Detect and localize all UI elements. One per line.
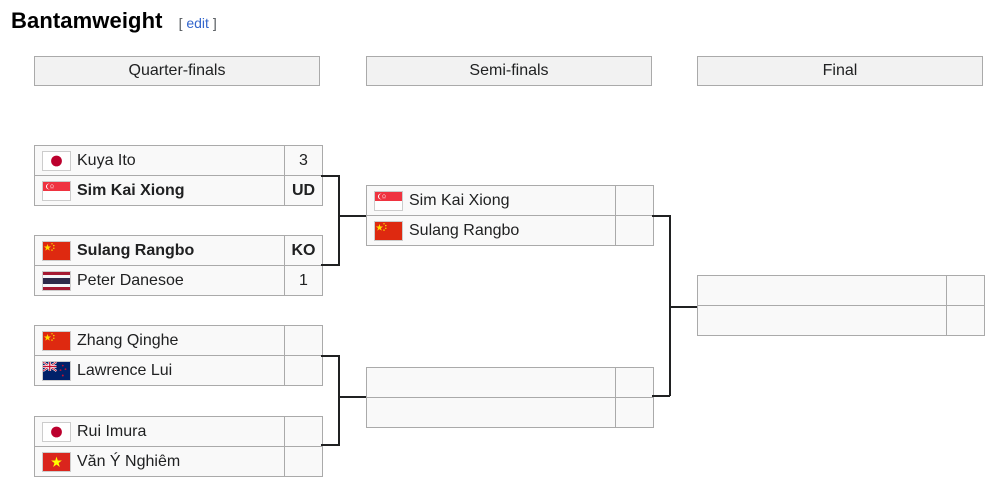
competitor-cell: Sulang Rangbo [34,235,285,266]
bracket-connector-line [652,215,670,217]
score-cell: 3 [285,145,323,176]
competitor-cell [697,275,947,306]
score-cell: UD [285,176,323,206]
japan-flag-icon [42,150,71,171]
edit-bracket-open: [ [178,15,183,31]
competitor-cell: Kuya Ito [34,145,285,176]
score-cell [285,325,323,356]
bracket-connector-line [669,215,671,396]
score-cell [285,447,323,477]
bracket-connector-line [338,215,366,217]
competitor-cell: Sim Kai Xiong [34,176,285,206]
score-cell [616,367,654,398]
china-flag-icon [42,240,71,261]
score-cell [616,216,654,246]
competitor-cell: Rui Imura [34,416,285,447]
bracket-connector-line [669,306,697,308]
bracket-slot: Kuya Ito 3 [34,145,323,176]
bracket-slot [697,306,985,337]
bracket-slot: Sulang Rangbo [366,216,654,247]
competitor-name[interactable]: Peter Danesoe [77,271,184,289]
competitor-cell: Sulang Rangbo [366,216,616,246]
competitor-cell: Lawrence Lui [34,356,285,386]
bracket-connector-line [338,396,366,398]
new-zealand-flag-icon [42,360,71,381]
round-header-semi-finals: Semi-finals [366,56,652,86]
bracket-connector-line [338,175,340,266]
competitor-name[interactable]: Sulang Rangbo [77,241,195,259]
competitor-cell: Văn Ý Nghiêm [34,447,285,477]
competitor-cell [366,398,616,428]
score-cell: 1 [285,266,323,296]
edit-link[interactable]: edit [186,15,209,31]
bracket-connector-line [321,355,339,357]
score-cell [285,416,323,447]
china-flag-icon [374,220,403,241]
competitor-name[interactable]: Rui Imura [77,422,147,440]
competitor-name[interactable]: Sim Kai Xiong [77,181,185,199]
bracket-slot: Peter Danesoe 1 [34,266,323,297]
bracket-slot: Văn Ý Nghiêm [34,447,323,478]
score-cell: KO [285,235,323,266]
vietnam-flag-icon [42,451,71,472]
bracket-slot [366,398,654,429]
round-header-final: Final [697,56,983,86]
bracket-slot: Lawrence Lui [34,356,323,387]
bracket-connector-line [338,355,340,446]
edit-bracket-close: ] [212,15,217,31]
bracket-slot: Zhang Qinghe [34,325,323,356]
competitor-cell: Peter Danesoe [34,266,285,296]
section-heading: Bantamweight [ edit ] [11,8,217,38]
score-cell [285,356,323,386]
competitor-cell: Sim Kai Xiong [366,185,616,216]
score-cell [616,185,654,216]
score-cell [616,398,654,428]
singapore-flag-icon [374,190,403,211]
bracket-connector-line [652,395,670,397]
bracket-slot: Sulang Rangbo KO [34,235,323,266]
china-flag-icon [42,330,71,351]
competitor-name[interactable]: Kuya Ito [77,151,136,169]
round-header-quarter-finals: Quarter-finals [34,56,320,86]
edit-section: [ edit ] [179,15,217,31]
bracket-slot [697,275,985,306]
score-cell [947,306,985,336]
thailand-flag-icon [42,270,71,291]
bracket-slot: Sim Kai Xiong UD [34,176,323,207]
competitor-name[interactable]: Zhang Qinghe [77,331,179,349]
competitor-cell [366,367,616,398]
competitor-name[interactable]: Văn Ý Nghiêm [77,452,181,470]
section-title: Bantamweight [11,8,163,33]
japan-flag-icon [42,421,71,442]
score-cell [947,275,985,306]
bracket-slot [366,367,654,398]
competitor-name[interactable]: Sim Kai Xiong [409,191,510,209]
competitor-name[interactable]: Sulang Rangbo [409,221,520,239]
competitor-cell [697,306,947,336]
bracket-connector-line [321,264,339,266]
bracket-slot: Sim Kai Xiong [366,185,654,216]
competitor-name[interactable]: Lawrence Lui [77,361,173,379]
bracket-slot: Rui Imura [34,416,323,447]
bracket-connector-line [321,444,339,446]
competitor-cell: Zhang Qinghe [34,325,285,356]
bracket-connector-line [321,175,339,177]
singapore-flag-icon [42,180,71,201]
